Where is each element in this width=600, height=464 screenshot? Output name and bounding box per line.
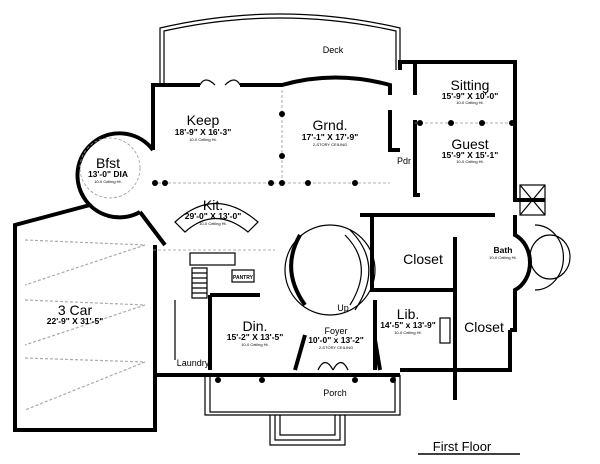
grnd-name: Grnd.: [312, 117, 347, 133]
sitting-name: Sitting: [451, 77, 490, 93]
bfst-size: 13'-0" DIA: [88, 169, 128, 179]
din-size: 15'-2" X 13'-5": [227, 332, 284, 342]
kit-name: Kit.: [203, 197, 223, 213]
spiral-stair: [284, 224, 376, 316]
sitting-guest-walls: [398, 60, 545, 202]
deck: [159, 13, 401, 85]
kitchen-island: [153, 203, 275, 299]
deck-label: Deck: [323, 45, 344, 55]
plan-title: First Floor: [433, 439, 492, 454]
grnd-size: 17'-1" X 17'-9": [302, 132, 359, 142]
grnd-ceiling: 2-STORY CEILING: [313, 142, 347, 147]
foyer-size: 10'-0" x 13'-2": [308, 335, 364, 345]
lib-size: 14'-5" x 13'-9": [380, 320, 436, 330]
din-foyer-walls: [153, 293, 400, 377]
sitting-ceiling: 10-0 Ceiling Ht.: [456, 100, 484, 105]
lib-closet-walls: [373, 300, 512, 372]
din-name: Din.: [243, 318, 268, 334]
guest-name: Guest: [451, 136, 488, 152]
kit-ceiling: 10-0 Ceiling Ht.: [199, 221, 227, 226]
lib-ceiling: 10-0 Ceiling Ht.: [394, 330, 422, 335]
sitting-size: 15'-9" X 10'-0": [442, 91, 499, 101]
foyer-ceiling: 2-STORY CEILING: [319, 345, 353, 350]
porch: [204, 375, 401, 446]
laundry-label: Laundry: [177, 358, 210, 368]
din-ceiling: 10-0 Ceiling Ht.: [241, 342, 269, 347]
guest-ceiling: 10-0 Ceiling Ht.: [456, 159, 484, 164]
keep-name: Keep: [187, 112, 220, 128]
bfst-name: Bfst: [96, 155, 120, 171]
porch-label: Porch: [323, 388, 347, 398]
foyer-name: Foyer: [324, 326, 347, 336]
pantry-label: PANTRY: [233, 275, 254, 281]
stair-up-label: Up: [337, 303, 349, 313]
bath-name: Bath: [494, 245, 513, 255]
bfst-bay: [75, 131, 155, 220]
guest-size: 15'-9" X 15'-1": [442, 150, 499, 160]
keep-ceiling: 10-0 Ceiling Ht.: [189, 137, 217, 142]
lib-name: Lib.: [397, 306, 420, 322]
columns: [152, 111, 515, 186]
pdr-label: Pdr: [397, 156, 411, 166]
closet-bath-walls: [360, 184, 571, 400]
kit-size: 29'-0" X 13'-0": [185, 211, 242, 221]
garage-size: 22'-9" X 31'-5": [47, 316, 104, 326]
bath-ceiling: 10-0 Ceiling Ht.: [489, 255, 517, 260]
keep-size: 18'-9" X 16'-3": [175, 127, 232, 137]
bfst-ceiling: 10-0 Ceiling Ht.: [94, 179, 122, 184]
closet2-name: Closet: [464, 319, 504, 335]
keep-grnd-walls: [151, 75, 400, 184]
garage-name: 3 Car: [58, 302, 93, 318]
closet1-name: Closet: [403, 251, 443, 267]
